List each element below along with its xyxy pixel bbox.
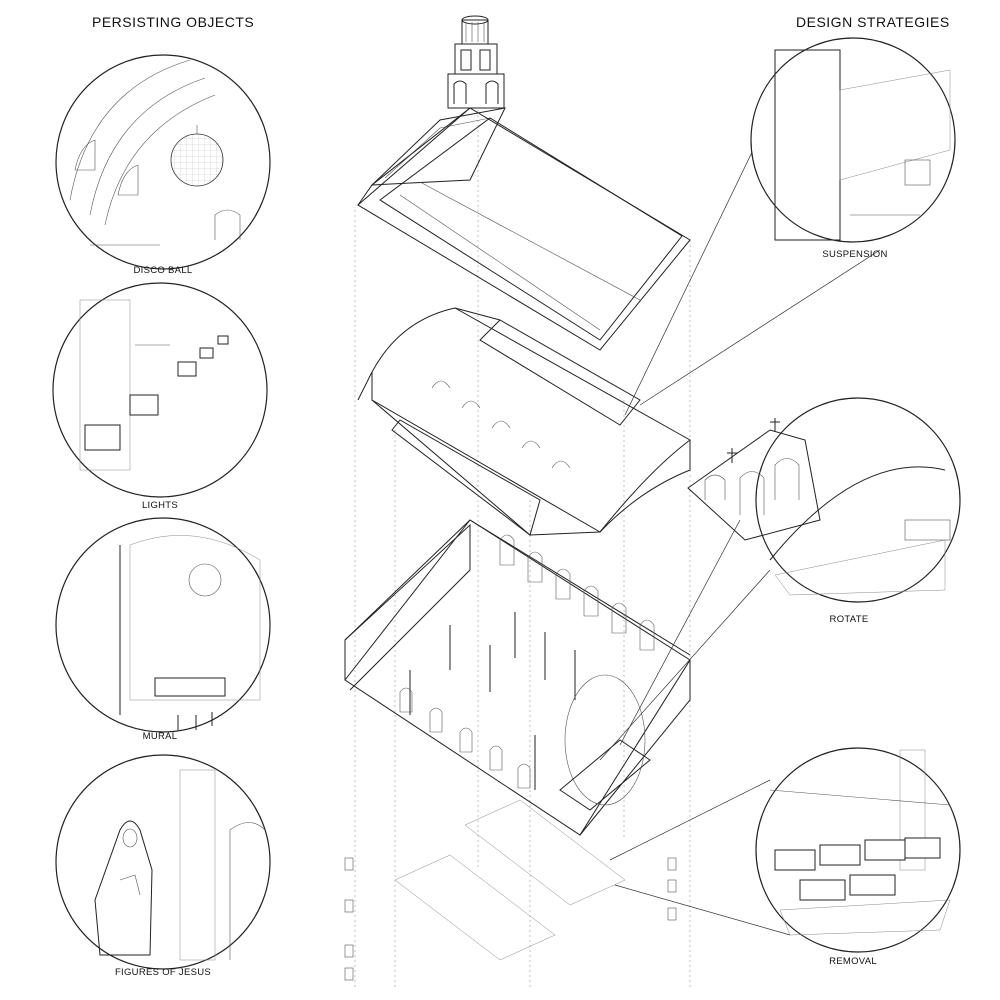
pews-layer <box>344 799 677 981</box>
rotate-facade-overlay <box>687 418 821 541</box>
vault-layer <box>357 307 691 536</box>
stage-light-icon <box>84 424 121 451</box>
disco-ball-icon <box>170 133 224 187</box>
caption-suspension: SUSPENSION <box>822 249 888 260</box>
removal-detail-circle <box>755 747 961 953</box>
caption-removal: REMOVAL <box>829 956 877 967</box>
mural-detail-circle <box>55 517 271 733</box>
projection-lines <box>354 110 691 990</box>
callout-lines <box>599 114 881 936</box>
jesus-figure-icon <box>94 820 153 956</box>
caption-rotate: ROTATE <box>829 614 869 625</box>
persisting-objects-heading: PERSISTING OBJECTS <box>92 14 255 30</box>
statue-detail-circle <box>55 754 271 970</box>
rotate-detail-circle <box>755 397 961 603</box>
lights-detail-circle <box>52 282 268 498</box>
suspension-detail-circle <box>750 37 956 243</box>
caption-disco-ball: DISCO BALL <box>133 265 193 276</box>
caption-lights: LIGHTS <box>141 500 179 511</box>
design-strategies-heading: DESIGN STRATEGIES <box>796 14 950 30</box>
caption-figures-of-jesus: FIGURES OF JESUS <box>114 967 212 978</box>
roof-layer <box>357 15 691 351</box>
nave-layer <box>344 519 691 836</box>
disco-ball-detail-circle <box>55 54 271 270</box>
caption-mural: MURAL <box>142 731 178 742</box>
